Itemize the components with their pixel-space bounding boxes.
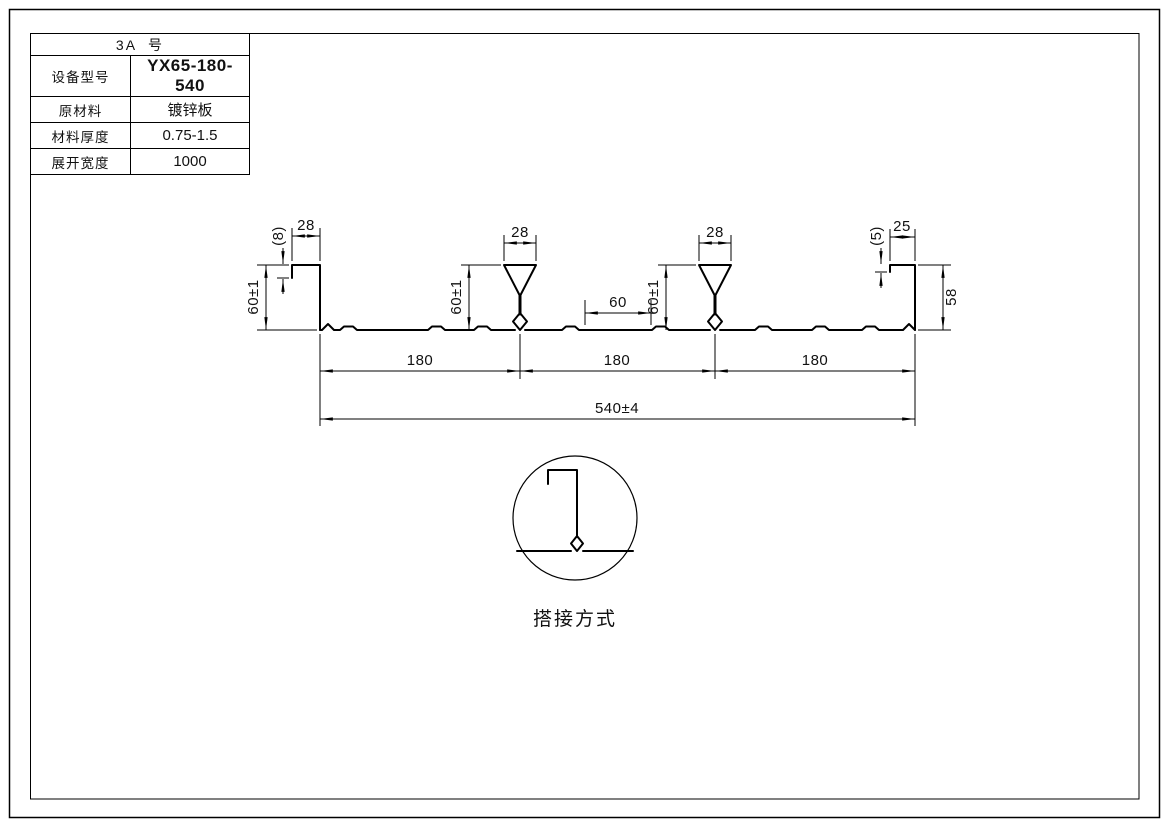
- title-block-value-material: 镀锌板: [130, 96, 250, 123]
- dim-rib2-height: 60±1: [645, 279, 662, 314]
- lap-detail-bead: [570, 535, 584, 552]
- title-block-label-material: 原材料: [30, 96, 131, 123]
- dim-pitch-3: 180: [802, 352, 829, 369]
- title-block: 3A 号 设备型号 YX65-180-540 原材料 镀锌板 材料厚度 0.75…: [30, 33, 250, 175]
- title-block-value-model: YX65-180-540: [130, 55, 250, 97]
- dim-mid-flat: 60: [609, 294, 627, 311]
- lap-detail-label: 搭接方式: [533, 608, 617, 630]
- bottom-flange-2: [524, 325, 711, 331]
- left-edge-hook: [291, 264, 321, 331]
- title-block-value-thickness: 0.75-1.5: [130, 122, 250, 149]
- rib-2-vee: [698, 264, 732, 297]
- dim-left-lip: (8): [270, 226, 287, 246]
- rib-2-bead: [707, 312, 723, 331]
- title-block-row-thickness: 材料厚度 0.75-1.5: [30, 122, 250, 149]
- sheet-frames: [8, 8, 1161, 819]
- title-block-label-thickness: 材料厚度: [30, 122, 131, 149]
- lap-detail: 搭接方式: [512, 455, 638, 630]
- right-edge-hook: [889, 264, 916, 331]
- dim-pitch-1: 180: [407, 352, 434, 369]
- title-block-row-width: 展开宽度 1000: [30, 148, 250, 175]
- bottom-flange-3: [719, 323, 916, 331]
- dim-rib1-height: 60±1: [448, 279, 465, 314]
- title-block-row-model: 设备型号 YX65-180-540: [30, 55, 250, 97]
- dim-overall-width: 540±4: [595, 400, 639, 417]
- dim-right-height: 58: [943, 288, 960, 306]
- inner-frame: [30, 33, 1140, 800]
- rib-1-bead: [512, 312, 528, 331]
- dim-right-lip: (5): [868, 226, 885, 246]
- dim-left-height: 60±1: [245, 279, 262, 314]
- lap-detail-circle: [512, 455, 638, 581]
- profile-outline: [291, 264, 916, 331]
- dim-left-top-width: 28: [297, 217, 315, 234]
- title-block-header-row: 3A 号: [30, 33, 250, 56]
- bottom-flange-1: [319, 323, 516, 331]
- dim-right-top-width: 25: [893, 218, 911, 235]
- dim-pitch-2: 180: [604, 352, 631, 369]
- title-block-value-width: 1000: [130, 148, 250, 175]
- dim-rib2-width: 28: [706, 224, 724, 241]
- lap-detail-edge: [547, 469, 578, 538]
- dimension-lines: [257, 228, 951, 426]
- title-block-label-width: 展开宽度: [30, 148, 131, 175]
- title-block-header: 3A 号: [30, 33, 250, 56]
- outer-frame: [8, 8, 1161, 819]
- title-block-row-material: 原材料 镀锌板: [30, 96, 250, 123]
- dimension-labels: 28 (8) 60±1 28 60±1 28 60±1 60 25 (5) 58…: [245, 217, 960, 417]
- title-block-label-model: 设备型号: [30, 55, 131, 97]
- dim-rib1-width: 28: [511, 224, 529, 241]
- rib-1-vee: [503, 264, 537, 297]
